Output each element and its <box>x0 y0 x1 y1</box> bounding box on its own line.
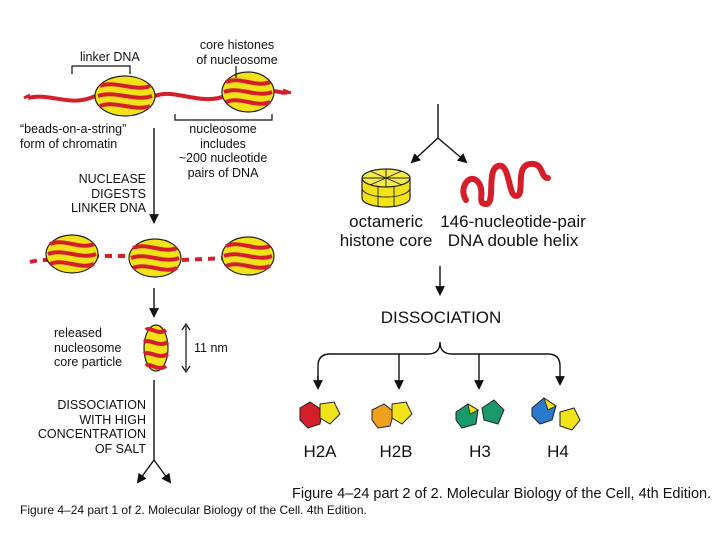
h3-label: H3 <box>469 442 491 461</box>
dna-double-helix <box>460 160 551 208</box>
fork-left <box>136 459 155 484</box>
dna-helix-label: 146-nucleotide-pair DNA double helix <box>440 212 586 250</box>
released-core-particle <box>142 322 191 374</box>
part2-fork-right <box>437 137 468 164</box>
fork-right <box>153 459 172 484</box>
beads-on-string-label: “beads-on-a-string” form of chromatin <box>20 122 127 151</box>
dissociation-label: DISSOCIATION <box>380 308 502 327</box>
nucleosome-bracket <box>174 114 273 121</box>
digested-nucleosome-3 <box>221 236 275 276</box>
released-particle-label: released nucleosome core particle <box>54 326 123 369</box>
linker-dna-bracket <box>71 65 131 74</box>
nucleosome-1 <box>94 75 156 117</box>
linker-dna-label: linker DNA <box>80 50 140 64</box>
octamer-cylinder <box>361 168 411 208</box>
h4-label: H4 <box>547 442 569 461</box>
part2-fork-left <box>410 137 439 164</box>
nucleosome-2 <box>221 71 275 113</box>
histone-brace <box>317 341 565 386</box>
digested-nucleosome-2 <box>128 238 182 278</box>
size-label: 11 nm <box>194 341 228 355</box>
h4-dimer <box>531 397 581 431</box>
octamer-label: octameric histone core <box>339 212 433 250</box>
h2b-label: H2B <box>379 442 413 461</box>
nucleosome-includes-label: nucleosome includes ~200 nucleotide pair… <box>178 122 268 180</box>
caption-part2: Figure 4–24 part 2 of 2. Molecular Biolo… <box>292 486 712 502</box>
caption-part1: Figure 4–24 part 1 of 2. Molecular Biolo… <box>20 503 367 517</box>
beads-on-string-chromatin <box>23 65 292 121</box>
digested-nucleosome-1 <box>45 234 99 274</box>
nuclease-step-label: NUCLEASE DIGESTS LINKER DNA <box>70 172 146 215</box>
h3-dimer <box>455 399 505 429</box>
h2b-dimer <box>371 401 413 429</box>
h2a-label: H2A <box>303 442 337 461</box>
h2a-dimer <box>299 401 341 429</box>
core-histones-label: core histones of nucleosome <box>196 38 278 67</box>
salt-step-label: DISSOCIATION WITH HIGH CONCENTRATION OF … <box>37 398 146 456</box>
digested-chromatin <box>29 234 275 278</box>
